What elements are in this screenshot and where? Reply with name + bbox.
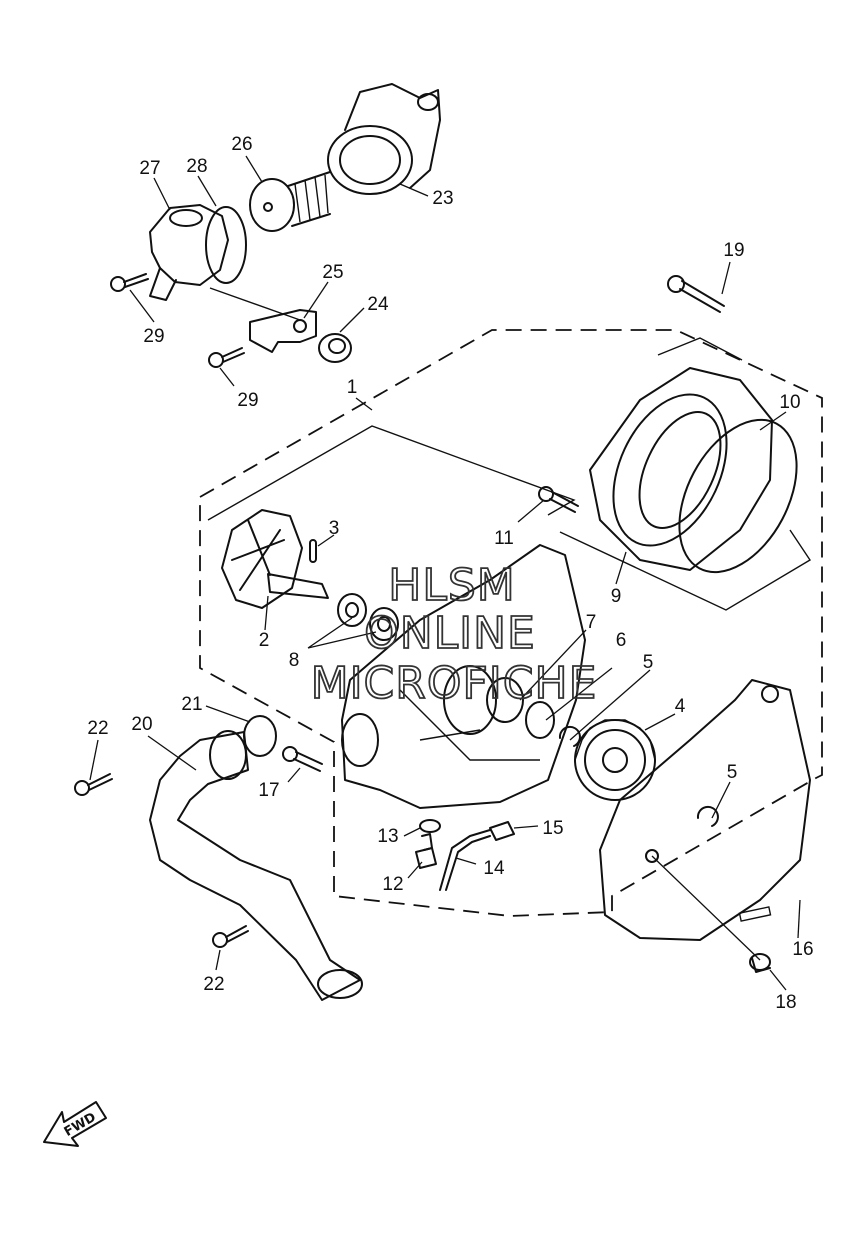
callout-26: 26 [231, 134, 252, 155]
callout-17: 17 [258, 780, 279, 801]
bolt-19 [667, 275, 725, 313]
callout-15: 15 [542, 818, 563, 839]
thermostat [249, 171, 331, 232]
circlip [558, 725, 581, 747]
watermark: HLSM ONLINE MICROFICHE [310, 559, 598, 710]
subassembly-outline [207, 425, 576, 521]
watermark-line-1: HLSM [388, 560, 516, 611]
drain-bolt [415, 833, 437, 869]
bolt-22a [74, 773, 113, 796]
hose [439, 829, 491, 891]
thermostat-housing [149, 204, 247, 301]
pin [309, 539, 317, 563]
watermark-line-3: MICROFICHE [311, 658, 598, 709]
callout-9: 9 [611, 586, 622, 607]
leader-lines [89, 155, 801, 991]
circlip-lower [696, 805, 719, 827]
callout-2: 2 [259, 630, 270, 651]
pump-gear [574, 719, 656, 801]
pump-housing [341, 544, 586, 809]
bolt-17 [282, 746, 323, 772]
bolt-22b [212, 925, 249, 948]
callout-22-upper: 22 [87, 718, 108, 739]
impeller [221, 509, 329, 609]
bolt-29b [208, 347, 245, 368]
callout-28: 28 [186, 156, 207, 177]
callout-10: 10 [779, 392, 800, 413]
callout-8: 8 [289, 650, 300, 671]
callout-11: 11 [494, 528, 514, 549]
subassembly-outline-right [559, 337, 811, 611]
callout-29-lower: 29 [237, 390, 258, 411]
callout-3: 3 [329, 518, 340, 539]
bolt-11 [538, 486, 579, 513]
callout-13: 13 [377, 826, 398, 847]
callout-16: 16 [792, 939, 813, 960]
callout-22-lower: 22 [203, 974, 224, 995]
fwd-arrow-icon: FWD [43, 1101, 107, 1147]
callout-18: 18 [775, 992, 796, 1013]
o-ring [678, 418, 798, 574]
oil-seals [337, 593, 399, 641]
callout-21: 21 [181, 694, 202, 715]
callout-14: 14 [483, 858, 505, 879]
bolt-29a [110, 273, 149, 292]
callout-27: 27 [139, 158, 160, 179]
callout-25: 25 [322, 262, 343, 283]
callout-23: 23 [432, 188, 453, 209]
gasket [599, 679, 811, 941]
callout-24: 24 [367, 294, 389, 315]
watermark-line-2: ONLINE [364, 608, 536, 659]
callout-labels: 1 2 3 4 5 5 6 7 8 9 10 11 12 13 14 15 16… [87, 134, 813, 1013]
callout-29-upper: 29 [143, 326, 164, 347]
water-pipe [149, 730, 363, 1001]
hose-fitting [489, 821, 515, 841]
drain-washer [419, 819, 441, 833]
callout-6: 6 [616, 630, 627, 651]
damper [318, 333, 352, 363]
callout-1: 1 [347, 377, 358, 398]
pump-cover [589, 367, 773, 571]
callout-5-upper: 5 [643, 652, 654, 673]
callout-4: 4 [675, 696, 686, 717]
callout-19: 19 [723, 240, 744, 261]
thermostat-cover [327, 83, 441, 195]
bracket [209, 287, 317, 353]
assembly-1-boundary [199, 329, 823, 917]
dowel-pin [749, 953, 771, 973]
callout-20: 20 [131, 714, 152, 735]
callout-7: 7 [586, 612, 597, 633]
fwd-label: FWD [62, 1110, 99, 1140]
callout-12: 12 [382, 874, 403, 895]
callout-5-lower: 5 [727, 762, 738, 783]
